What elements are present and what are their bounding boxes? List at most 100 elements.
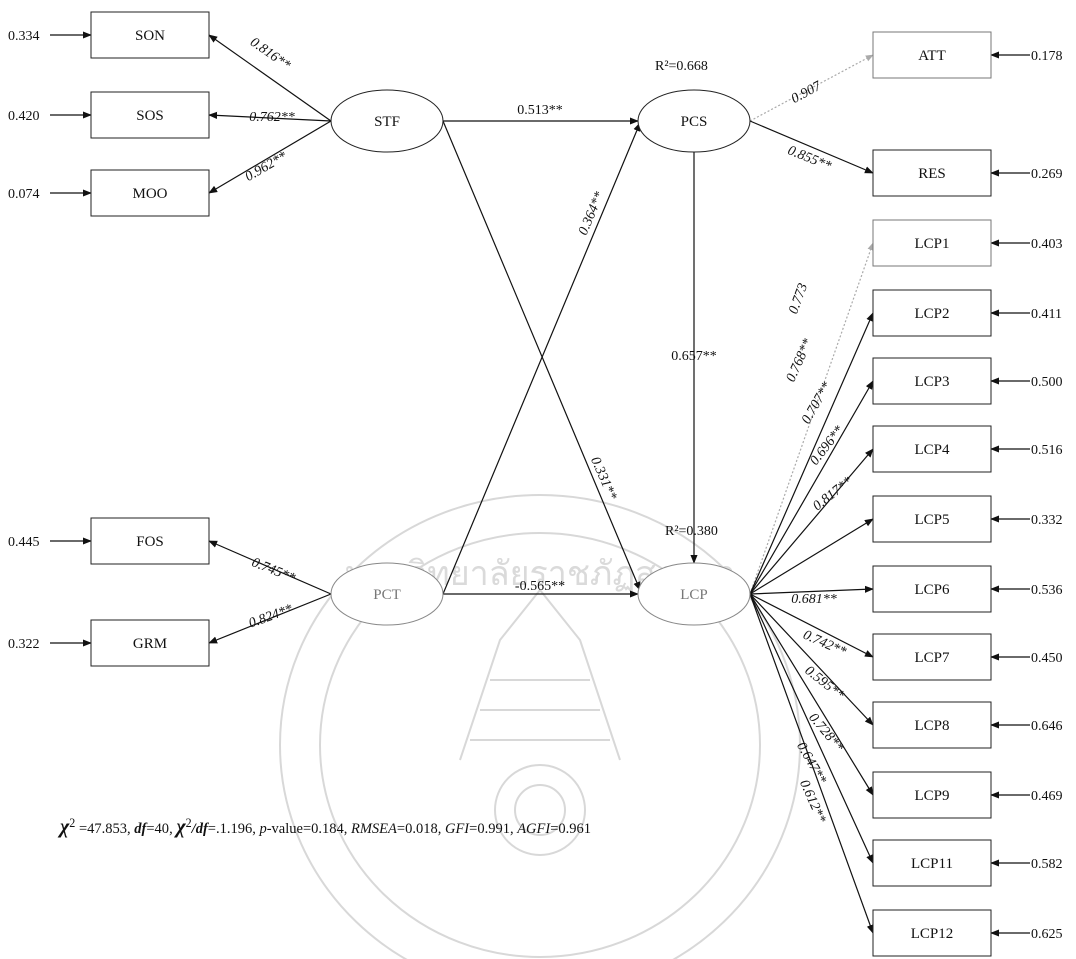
- path-lcp-to-lcp7: [749, 593, 874, 658]
- path-stf-to-sos: [208, 111, 332, 122]
- error-sos: 0.420: [8, 109, 40, 124]
- box-label-lcp12: LCP12: [911, 926, 954, 942]
- construct-lcp: [637, 562, 751, 626]
- coef-stf-to-pcs: 0.513**: [517, 103, 563, 118]
- agfi-value: =0.961: [550, 821, 592, 837]
- box-lcp7: [872, 633, 992, 681]
- chi-df-label: df: [195, 821, 208, 837]
- path-lcp-to-lcp11: [749, 593, 874, 864]
- construct-label-lcp: LCP: [680, 587, 708, 603]
- box-label-lcp3: LCP3: [914, 374, 949, 390]
- box-label-lcp1: LCP1: [914, 236, 949, 252]
- gfi-label: GFI: [444, 821, 470, 837]
- path-lcp-to-lcp8: [749, 593, 874, 726]
- path-lcp-to-lcp6: [749, 585, 874, 595]
- box-label-lcp4: LCP4: [914, 442, 950, 458]
- box-lcp2: [872, 289, 992, 337]
- coef-pct-to-pcs: 0.364**: [576, 190, 608, 238]
- box-label-son: SON: [135, 28, 165, 44]
- coef-stf-to-lcp: 0.331**: [587, 455, 619, 503]
- path-lcp-to-lcp9: [749, 593, 874, 796]
- box-label-lcp2: LCP2: [914, 306, 949, 322]
- box-label-lcp11: LCP11: [911, 856, 953, 872]
- error-son: 0.334: [8, 29, 40, 44]
- box-lcp3: [872, 357, 992, 405]
- error-lcp9: 0.469: [1031, 789, 1063, 804]
- coef-lcp-to-lcp4: 0.696**: [807, 423, 847, 468]
- path-pcs-to-res: [749, 120, 874, 174]
- error-lcp1: 0.403: [1031, 237, 1063, 252]
- box-label-lcp6: LCP6: [914, 582, 950, 598]
- coef-lcp-to-lcp8: 0.595**: [802, 663, 847, 703]
- box-label-res: RES: [918, 166, 946, 182]
- error-lcp12: 0.625: [1031, 927, 1063, 942]
- box-label-fos: FOS: [136, 534, 164, 550]
- watermark-seal: มหาวิทยาลัยราชภัฏสงขลา: [279, 494, 801, 959]
- error-att: 0.178: [1031, 49, 1063, 64]
- error-lcp8: 0.646: [1031, 719, 1063, 734]
- path-lcp-to-lcp4: [749, 448, 874, 595]
- coef-pct-to-grm: 0.824**: [247, 602, 295, 632]
- box-fos: [90, 517, 210, 565]
- box-label-sos: SOS: [136, 108, 164, 124]
- path-pct-to-fos: [208, 540, 332, 595]
- coef-lcp-to-lcp1: 0.773: [786, 281, 811, 316]
- chi-square-value: =47.853: [78, 821, 128, 837]
- coef-lcp-to-lcp5: 0.817**: [810, 474, 855, 514]
- rmsea-label: RMSEA: [351, 821, 397, 837]
- coef-pcs-to-lcp: 0.657**: [671, 349, 717, 364]
- indicator-boxes: SON0.334SOS0.420MOO0.074FOS0.445GRM0.322…: [8, 11, 1063, 957]
- path-lcp-to-lcp12: [749, 593, 874, 934]
- box-label-lcp7: LCP7: [914, 650, 950, 666]
- rmsea-value: =0.018: [396, 821, 438, 837]
- box-label-grm: GRM: [133, 636, 167, 652]
- box-att: [872, 31, 992, 79]
- box-lcp1: [872, 219, 992, 267]
- coef-stf-to-sos: 0.762**: [249, 110, 295, 125]
- construct-pct: [330, 562, 444, 626]
- path-pct-to-pcs: [442, 122, 641, 595]
- model-fit-statistics: χ2 =47.853, df=40, χ2/df=.1.196, p-value…: [60, 816, 592, 838]
- box-label-lcp5: LCP5: [914, 512, 949, 528]
- path-stf-to-son: [208, 34, 332, 122]
- coef-pct-to-fos: 0.745**: [249, 555, 297, 586]
- box-grm: [90, 619, 210, 667]
- path-lcp-to-lcp5: [749, 518, 874, 595]
- df-label: df: [134, 821, 147, 837]
- coef-lcp-to-lcp12: 0.612**: [796, 778, 828, 826]
- box-son: [90, 11, 210, 59]
- coef-stf-to-moo: 0.962**: [243, 149, 290, 185]
- chi-df-value: =.1.196: [207, 821, 253, 837]
- path-stf-to-lcp: [442, 120, 641, 591]
- df-value: =40: [146, 821, 170, 837]
- box-sos: [90, 91, 210, 139]
- coef-lcp-to-lcp6: 0.681**: [791, 592, 837, 607]
- path-lcp-to-lcp3: [749, 380, 874, 595]
- chi-df-symbol: χ: [176, 816, 186, 838]
- r2-pcs: R²=0.668: [655, 59, 708, 74]
- box-res: [872, 149, 992, 197]
- path-pct-to-grm: [208, 593, 332, 644]
- coef-pct-to-lcp: -0.565**: [515, 579, 565, 594]
- box-label-att: ATT: [918, 48, 946, 64]
- construct-stf: [330, 89, 444, 153]
- path-lcp-to-lcp1: [749, 242, 874, 595]
- error-grm: 0.322: [8, 637, 40, 652]
- coef-lcp-to-lcp3: 0.707**: [799, 380, 835, 427]
- coef-lcp-to-lcp2: 0.768**: [784, 337, 816, 385]
- path-lcp-to-lcp2: [749, 312, 874, 595]
- p-value: -value=0.184: [266, 821, 344, 837]
- construct-label-stf: STF: [374, 114, 400, 130]
- box-lcp6: [872, 565, 992, 613]
- gfi-value: =0.991: [469, 821, 510, 837]
- p-label: p: [259, 821, 267, 837]
- box-lcp12: [872, 909, 992, 957]
- error-lcp7: 0.450: [1031, 651, 1063, 666]
- r2-lcp: R²=0.380: [665, 524, 718, 539]
- box-lcp4: [872, 425, 992, 473]
- path-lines: [50, 31, 1030, 937]
- coef-pcs-to-res: 0.855**: [785, 143, 833, 174]
- coef-pcs-to-att: 0.907: [789, 78, 825, 107]
